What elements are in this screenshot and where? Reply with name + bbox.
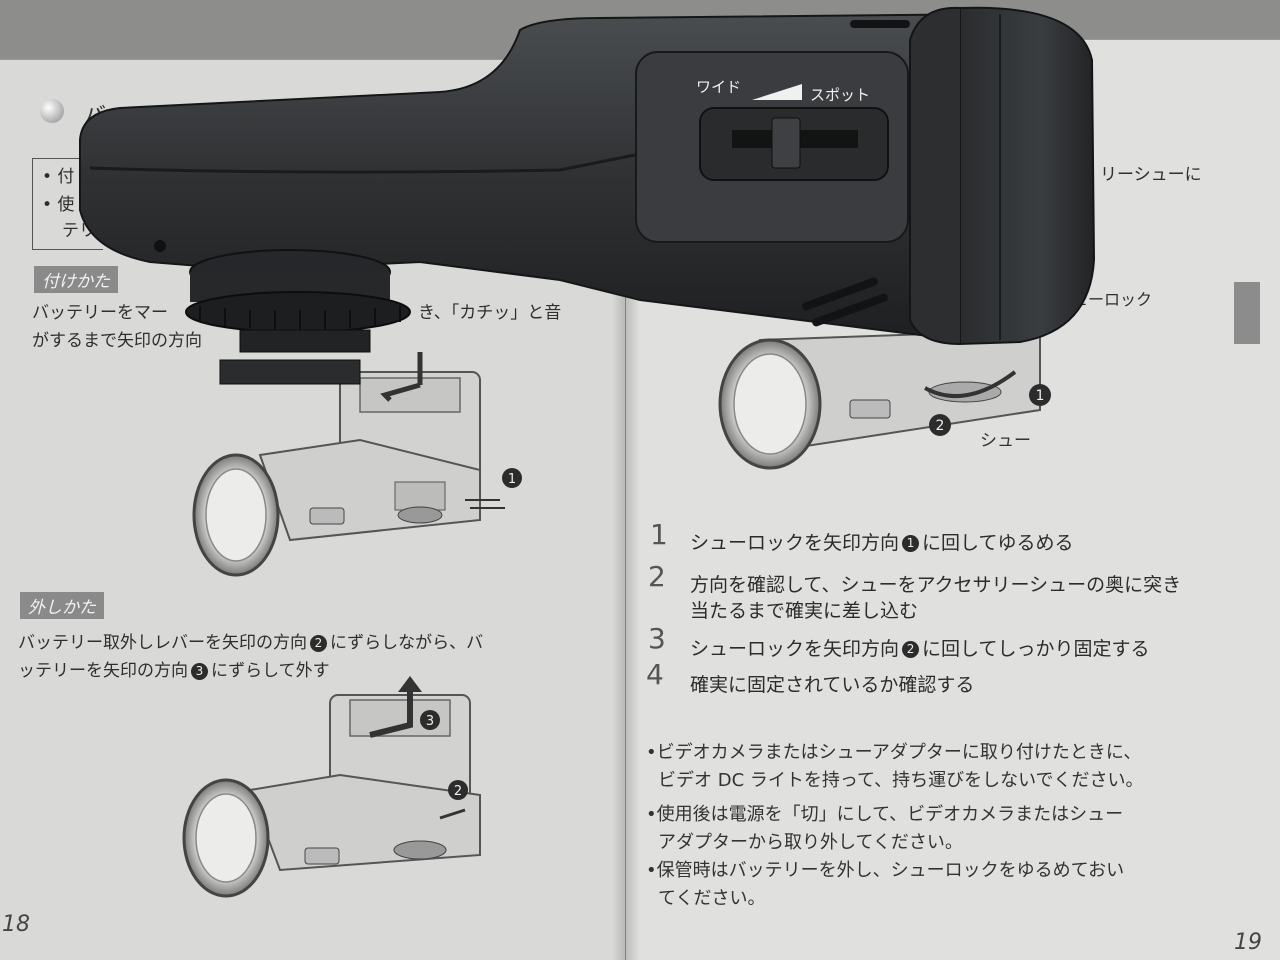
right-fig-step-1: 1: [1036, 388, 1045, 404]
shoe-illustration: 1 2: [718, 328, 1051, 470]
info-box: [32, 158, 103, 250]
attach-text-right: き、「カチッ」と音: [418, 303, 562, 323]
right-side-text: ューロック: [1072, 290, 1153, 309]
note-2-line-1: •使用後は電源を「切」にして、ビデオカメラまたはシュー: [646, 804, 1124, 825]
remove-section-tag: 外しかた: [20, 592, 104, 619]
page-edge-tab: [1234, 282, 1260, 344]
note-2-line-2: アダプターから取り外してください。: [658, 832, 963, 853]
info-box-line-1: • 付: [42, 167, 75, 187]
fig1-step-marker: 1: [508, 472, 516, 487]
page-number-left: 18: [2, 912, 30, 937]
attach-illustration: 1: [192, 352, 522, 577]
info-box-line-2: • 使: [42, 195, 75, 215]
remove-illustration: 3 2: [182, 676, 481, 898]
section-heading-icon: [40, 98, 74, 123]
fig2-step-marker-a: 3: [426, 714, 434, 729]
shoe-label: シュー: [980, 431, 1031, 451]
right-fig-step-2: 2: [936, 418, 945, 434]
step-1-number: 1: [650, 518, 668, 551]
vent-slots: [802, 20, 910, 327]
note-1-line-2: ビデオ DC ライトを持って、持ち運びをしないでください。: [658, 770, 1144, 791]
switch-label-spot: スポット: [810, 86, 870, 104]
step-2-text-line-1: 方向を確認して、シューをアクセサリーシューの奥に突き: [690, 574, 1182, 596]
page-number-right: 19: [1234, 930, 1262, 955]
fig2-step-marker-b: 2: [454, 784, 462, 799]
attach-section-tag: 付けかた: [34, 266, 118, 293]
step-4-number: 4: [646, 658, 664, 691]
note-3-line-1: •保管時はバッテリーを外し、シューロックをゆるめておい: [646, 860, 1125, 881]
switch-label-wide: ワイド: [696, 78, 741, 96]
video-light-device: ワイド スポット: [79, 6, 1096, 385]
note-1-line-1: •ビデオカメラまたはシューアダプターに取り付けたときに、: [646, 742, 1142, 763]
attach-text-left: バッテリーをマー: [32, 303, 168, 323]
right-top-text: リーシューに: [1100, 165, 1202, 185]
lock-ring-knurling: [199, 306, 401, 330]
step-2-text-line-2: 当たるまで確実に差し込む: [690, 600, 919, 622]
step-2-number: 2: [648, 560, 666, 593]
step-3-number: 3: [648, 622, 666, 655]
attach-text-line-2: がするまで矢印の方向: [32, 331, 202, 351]
step-4-text: 確実に固定されているか確認する: [690, 674, 975, 696]
note-3-line-2: てください。: [658, 888, 766, 909]
